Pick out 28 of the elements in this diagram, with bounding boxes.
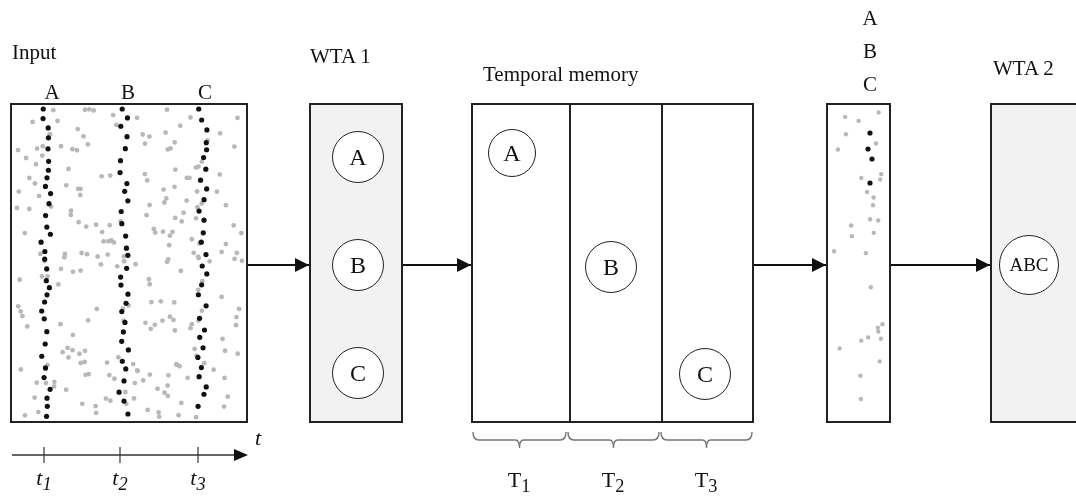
panel-title: WTA 2 [993,56,1054,80]
arrow [754,258,826,272]
row-label: B [862,39,878,63]
column-label: B [120,80,136,104]
row-label: C [862,72,878,96]
column-label: A [43,80,61,104]
panel-title: Input [12,40,57,64]
panel-title: Temporal memory [483,62,639,86]
column-label: C [197,80,213,104]
neuron-circle: C [332,347,384,399]
tick-label: t$_{1}$ [35,466,53,497]
row-label: A [861,6,879,30]
arrow [403,258,471,272]
axis-label: t [253,426,263,450]
neuron-circle: B [332,239,384,291]
arrow [248,258,309,272]
panel-title: WTA 1 [310,44,371,68]
neuron-circle: A [488,129,536,177]
arrow [891,258,990,272]
neuron-circle: A [332,131,384,183]
neuron-circle: B [585,241,637,293]
interval-label: T$_{1}$ [506,468,532,499]
interval-label: T$_{2}$ [600,468,626,499]
neuron-circle: ABC [999,235,1059,295]
tick-label: t$_{2}$ [111,466,129,497]
neuron-circle: C [679,348,731,400]
tick-label: t$_{3}$ [189,466,207,497]
interval-label: T$_{3}$ [693,468,719,499]
